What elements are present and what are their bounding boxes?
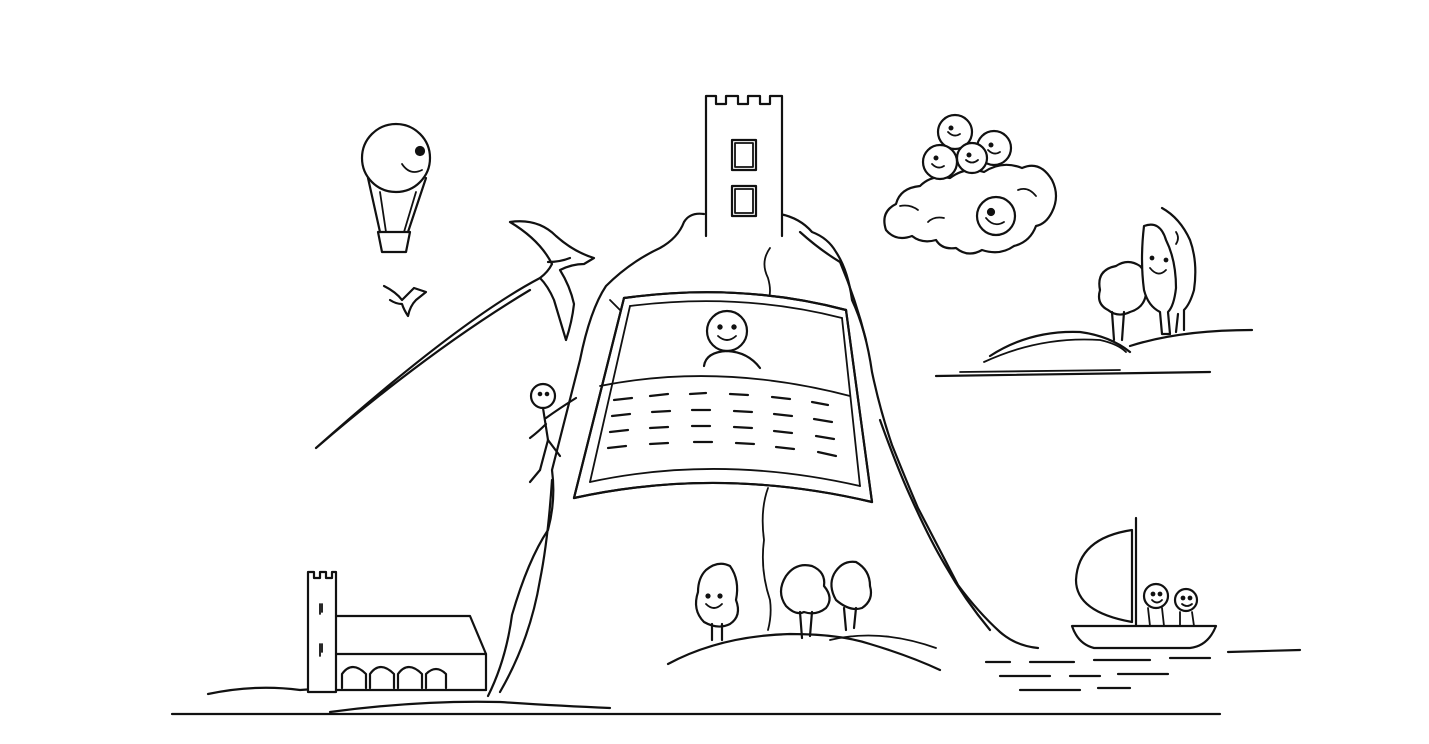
- climber: [528, 382, 578, 484]
- reader: [702, 309, 762, 370]
- church: [306, 570, 488, 694]
- book: [572, 291, 874, 504]
- ground-line: [170, 686, 1222, 716]
- trees-on-hill: [934, 206, 1254, 378]
- swallow-bird: [314, 220, 596, 450]
- village-trees: [666, 560, 942, 672]
- small-bird: [382, 284, 428, 318]
- cloud-with-faces: [883, 113, 1058, 255]
- tower: [704, 94, 784, 238]
- tor-hill: [486, 212, 1040, 698]
- hot-air-balloon: [360, 122, 432, 254]
- sailboat: [1070, 516, 1218, 650]
- water: [984, 648, 1302, 692]
